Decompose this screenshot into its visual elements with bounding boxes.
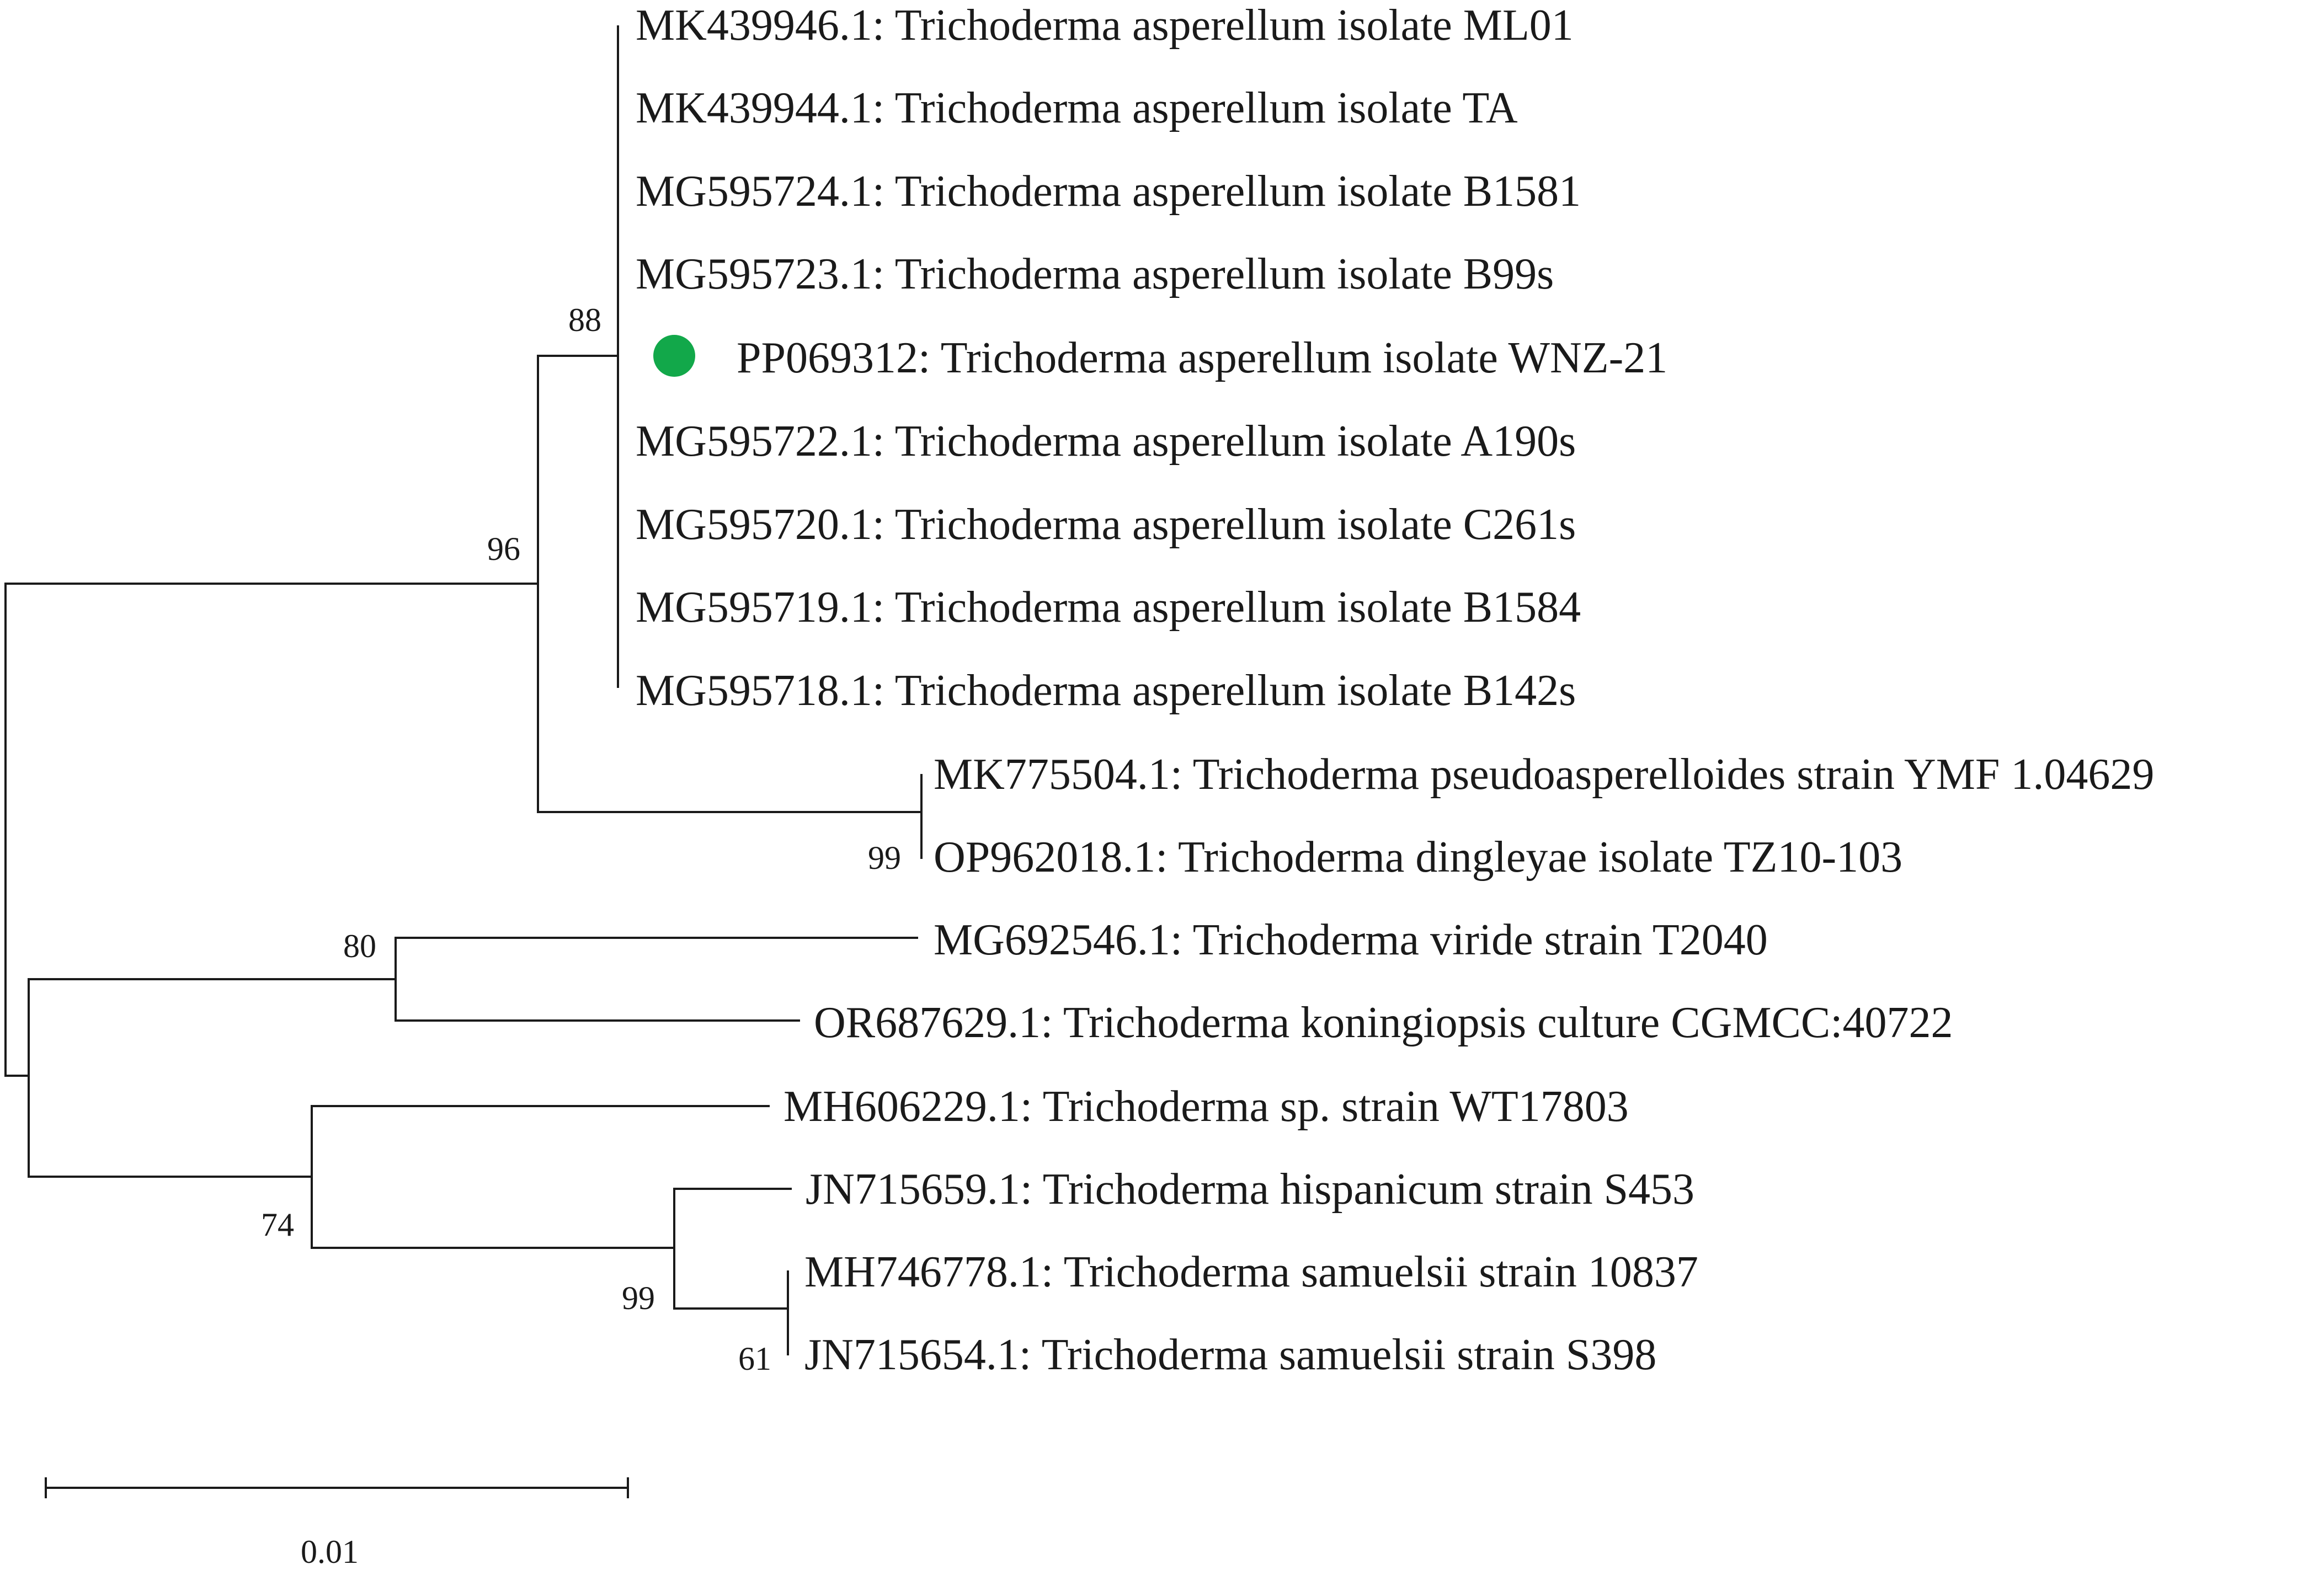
bootstrap-value: 80 [343, 928, 376, 964]
taxon-label: MK775504.1: Trichoderma pseudoasperelloi… [934, 750, 2154, 799]
taxon-label-highlighted: PP069312: Trichoderma asperellum isolate… [737, 334, 1667, 382]
taxon-label: MK439946.1: Trichoderma asperellum isola… [636, 1, 1574, 50]
taxon-label: JN715654.1: Trichoderma samuelsii strain… [804, 1331, 1656, 1379]
highlight-marker-icon [653, 335, 695, 377]
taxon-label: MK439944.1: Trichoderma asperellum isola… [636, 84, 1518, 132]
taxon-label: MH606229.1: Trichoderma sp. strain WT178… [783, 1082, 1629, 1131]
scale-bar: 0.01 [45, 1477, 629, 1570]
taxon-label: MH746778.1: Trichoderma samuelsii strain… [804, 1248, 1698, 1296]
bootstrap-value: 96 [487, 531, 520, 567]
bootstrap-value: 74 [261, 1206, 294, 1243]
taxon-label: MG595720.1: Trichoderma asperellum isola… [636, 500, 1576, 549]
scale-bar-label: 0.01 [301, 1534, 359, 1570]
taxon-label: OR687629.1: Trichoderma koningiopsis cul… [814, 998, 1953, 1047]
taxon-label: MG692546.1: Trichoderma viride strain T2… [934, 916, 1768, 964]
bootstrap-value: 88 [568, 302, 601, 338]
taxon-label: MG595722.1: Trichoderma asperellum isola… [636, 417, 1576, 466]
bootstrap-value: 99 [622, 1280, 655, 1316]
taxon-labels: MK439946.1: Trichoderma asperellum isola… [636, 1, 2154, 1379]
taxon-label: MG595719.1: Trichoderma asperellum isola… [636, 583, 1581, 632]
bootstrap-values: 88 96 99 80 74 99 61 [261, 302, 901, 1377]
taxon-label: OP962018.1: Trichoderma dingleyae isolat… [934, 833, 1902, 882]
tree-branches [4, 25, 923, 1355]
taxon-label: MG595724.1: Trichoderma asperellum isola… [636, 167, 1581, 216]
bootstrap-value: 61 [738, 1341, 771, 1377]
taxon-label: MG595723.1: Trichoderma asperellum isola… [636, 250, 1554, 298]
bootstrap-value: 99 [868, 840, 901, 876]
taxon-label: MG595718.1: Trichoderma asperellum isola… [636, 666, 1576, 715]
taxon-label: JN715659.1: Trichoderma hispanicum strai… [806, 1165, 1694, 1214]
